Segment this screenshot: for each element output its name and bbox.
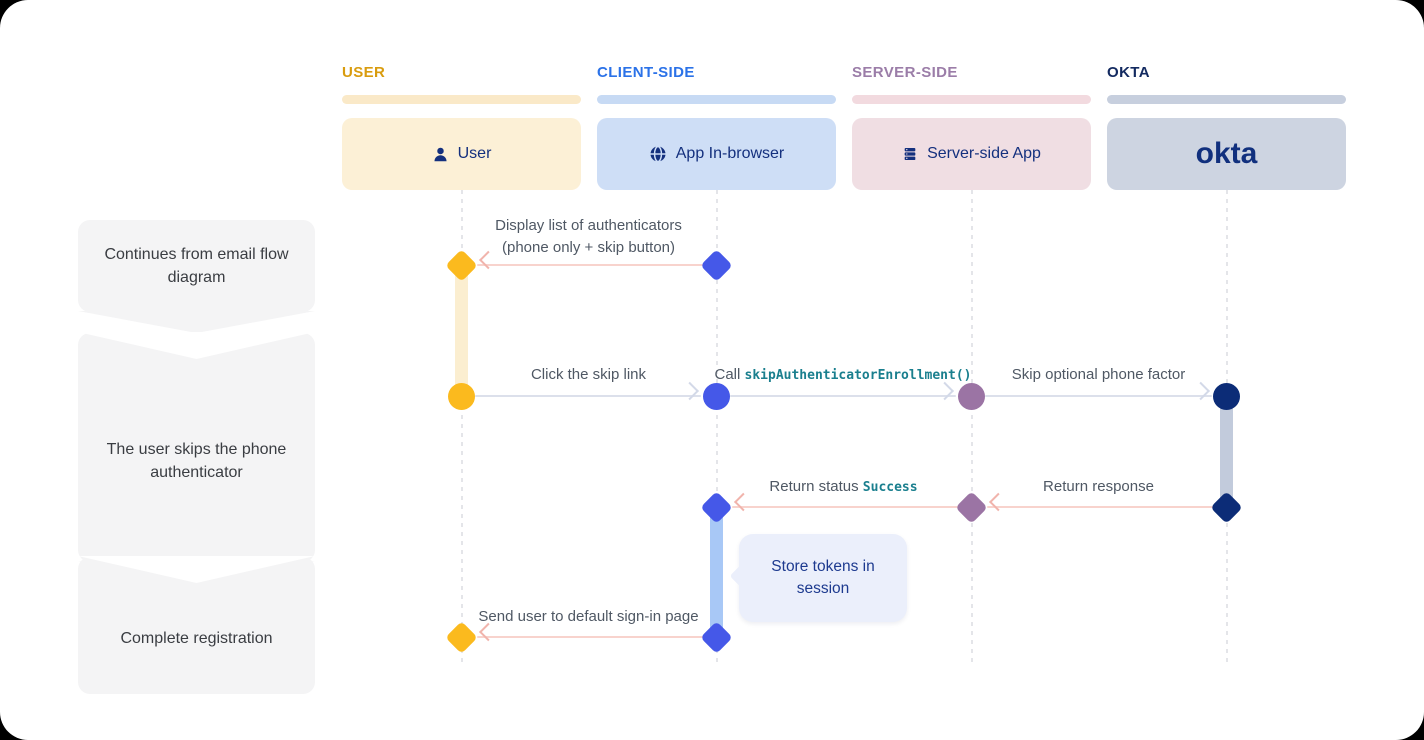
node-okta-process-circle	[1213, 382, 1240, 410]
okta-logo: okta	[1195, 137, 1258, 170]
lane-header-client: CLIENT-SIDE	[597, 64, 695, 81]
note-text: Store tokens in session	[771, 558, 875, 597]
lane-underline-server	[852, 95, 1091, 104]
node-client-call-circle	[703, 382, 730, 410]
activation-bar-client	[710, 508, 723, 638]
globe-icon	[649, 145, 667, 163]
lane-header-server: SERVER-SIDE	[852, 64, 958, 81]
lane-underline-okta	[1107, 95, 1346, 104]
actor-card-server: Server-side App	[852, 118, 1091, 190]
actor-card-client: App In-browser	[597, 118, 836, 190]
message-arrow-click-skip	[475, 381, 701, 400]
message-arrow-return-response	[987, 492, 1213, 511]
lane-header-user: USER	[342, 64, 386, 81]
message-label-call-skip-enrollment: Call skipAuthenticatorEnrollment()	[714, 366, 972, 383]
actor-card-user: User	[342, 118, 581, 190]
lifeline-client	[715, 190, 718, 663]
message-arrow-call-skip-enrollment	[730, 381, 956, 400]
message-arrow-skip-phone-factor	[985, 381, 1212, 400]
actor-card-label: App In-browser	[675, 145, 785, 162]
message-arrow-display-authenticators	[477, 250, 703, 269]
message-label-skip-phone-factor: Skip optional phone factor	[1011, 366, 1186, 383]
message-arrow-return-status	[732, 492, 958, 511]
actor-card-okta: okta	[1107, 118, 1346, 190]
activation-bar-okta	[1220, 397, 1233, 508]
step-panel-skip: The user skips the phone authenticator	[78, 333, 315, 562]
actor-card-label: Server-side App	[927, 145, 1041, 162]
message-label-return-status: Return status Success	[769, 478, 918, 495]
code-text: Success	[862, 480, 918, 495]
activation-bar-user	[455, 266, 468, 396]
code-text: skipAuthenticatorEnrollment()	[744, 368, 972, 383]
message-arrow-send-user	[477, 622, 703, 641]
message-label-send-user: Send user to default sign-in page	[478, 608, 699, 625]
lane-underline-user	[342, 95, 581, 104]
server-icon	[902, 146, 918, 162]
step-label: The user skips the phone authenticator	[106, 440, 287, 481]
actor-card-label: User	[457, 145, 492, 162]
step-label: Continues from email flow diagram	[104, 246, 289, 286]
node-server-skip-circle	[958, 382, 985, 410]
lane-underline-client	[597, 95, 836, 104]
node-user-click-circle	[448, 382, 475, 410]
lifeline-user	[460, 190, 463, 663]
message-label-click-skip: Click the skip link	[530, 366, 647, 383]
person-icon	[432, 146, 449, 163]
lane-header-okta: OKTA	[1107, 64, 1150, 81]
step-label: Complete registration	[120, 630, 273, 647]
step-panel-continues: Continues from email flow diagram	[78, 220, 315, 312]
lifeline-server	[970, 190, 973, 663]
message-label-display-authenticators: Display list of authenticators (phone on…	[495, 217, 682, 256]
message-label-return-response: Return response	[1043, 478, 1154, 495]
step-panel-complete: Complete registration	[78, 557, 315, 694]
note-bubble-store-tokens: Store tokens in session	[739, 534, 907, 622]
